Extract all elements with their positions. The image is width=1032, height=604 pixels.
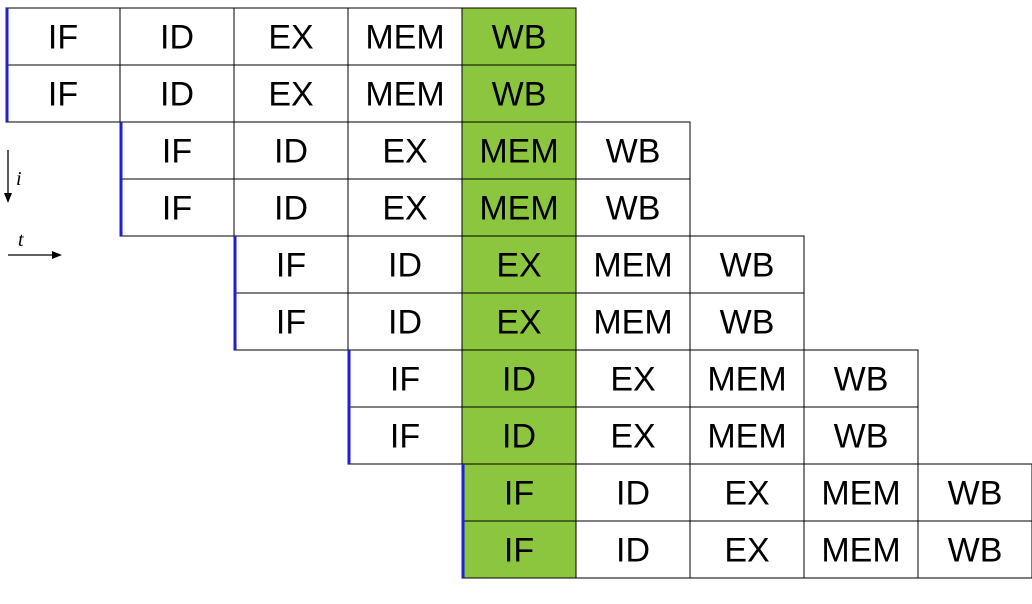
stage-label-if: IF: [162, 133, 192, 171]
stage-label-id: ID: [388, 304, 422, 342]
stage-label-id: ID: [160, 19, 194, 57]
instruction-row: IF ID EX MEM WB: [347, 406, 919, 465]
stage-label-id: ID: [388, 247, 422, 285]
stage-label-if: IF: [276, 304, 306, 342]
stage-label-ex: EX: [268, 19, 313, 57]
stage-label-ex: EX: [382, 133, 427, 171]
stage-label-wb: WB: [834, 418, 889, 456]
stage-label-mem: MEM: [821, 532, 900, 570]
instruction-row: IF ID EX MEM WB: [461, 463, 1032, 522]
stage-label-if: IF: [390, 418, 420, 456]
stage-label-if: IF: [390, 361, 420, 399]
time-axis-arrowhead: [52, 251, 62, 259]
instruction-row: IF ID EX MEM WB: [233, 292, 805, 351]
stage-label-id: ID: [502, 361, 536, 399]
stage-cell: [917, 520, 1032, 579]
instruction-row: IF ID EX MEM WB: [5, 7, 577, 66]
stage-label-id: ID: [274, 190, 308, 228]
stage-label-id: ID: [502, 418, 536, 456]
instruction-row: IF ID EX MEM WB: [347, 349, 919, 408]
instruction-row: IF ID EX MEM WB: [233, 235, 805, 294]
stage-label-mem: MEM: [707, 361, 786, 399]
stage-label-ex: EX: [724, 532, 769, 570]
stage-label-mem: MEM: [593, 247, 672, 285]
instruction-axis-label: i: [16, 168, 22, 190]
instruction-row: IF ID EX MEM WB: [119, 121, 691, 180]
stage-label-wb: WB: [606, 133, 661, 171]
stage-label-mem: MEM: [707, 418, 786, 456]
stage-label-mem: MEM: [479, 133, 558, 171]
stage-label-wb: WB: [492, 76, 547, 114]
stage-label-ex: EX: [268, 76, 313, 114]
stage-label-mem: MEM: [479, 190, 558, 228]
pipeline-grid: IF ID EX MEM WB IF ID EX MEM WB IF ID EX MEM WB IF ID EX M…: [5, 7, 1032, 579]
stage-label-id: ID: [616, 475, 650, 513]
stage-label-if: IF: [162, 190, 192, 228]
stage-label-mem: MEM: [365, 76, 444, 114]
stage-label-if: IF: [276, 247, 306, 285]
instruction-row: IF ID EX MEM WB: [119, 178, 691, 237]
stage-label-mem: MEM: [593, 304, 672, 342]
stage-label-wb: WB: [606, 190, 661, 228]
issue-markers: [5, 8, 465, 578]
stage-label-wb: WB: [948, 475, 1003, 513]
stage-label-id: ID: [616, 532, 650, 570]
stage-label-ex: EX: [496, 304, 541, 342]
stage-label-ex: EX: [610, 418, 655, 456]
stage-label-if: IF: [504, 475, 534, 513]
stage-label-ex: EX: [496, 247, 541, 285]
stage-label-wb: WB: [720, 247, 775, 285]
stage-label-wb: WB: [948, 532, 1003, 570]
axis-indicators: i t: [4, 150, 62, 259]
stage-label-mem: MEM: [365, 19, 444, 57]
stage-label-ex: EX: [724, 475, 769, 513]
stage-label-wb: WB: [720, 304, 775, 342]
time-axis-label: t: [18, 229, 24, 251]
stage-label-ex: EX: [610, 361, 655, 399]
stage-label-if: IF: [48, 76, 78, 114]
stage-label-if: IF: [504, 532, 534, 570]
stage-label-mem: MEM: [821, 475, 900, 513]
stage-label-ex: EX: [382, 190, 427, 228]
stage-label-wb: WB: [834, 361, 889, 399]
stage-label-wb: WB: [492, 19, 547, 57]
stage-label-if: IF: [48, 19, 78, 57]
stage-label-id: ID: [274, 133, 308, 171]
instruction-axis-arrowhead: [4, 193, 12, 203]
stage-label-id: ID: [160, 76, 194, 114]
